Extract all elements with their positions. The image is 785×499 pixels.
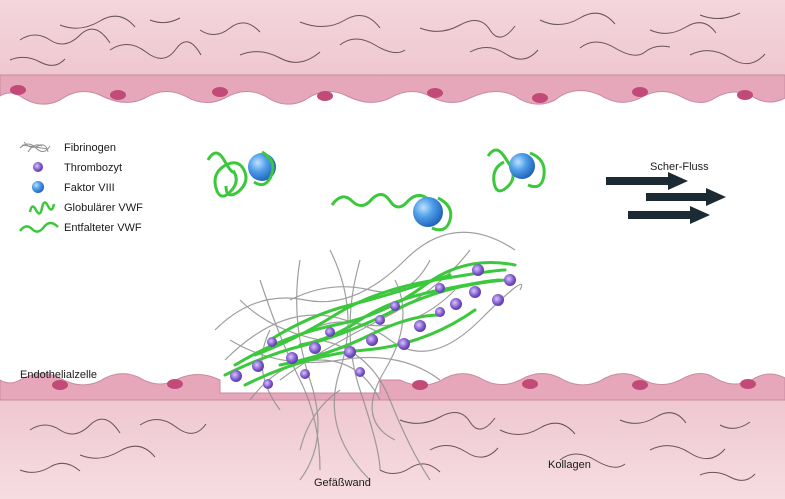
bottom-endothelial-nuclei [52,379,756,390]
collagen-label: Kollagen [548,459,591,471]
legend-label-factor8: Faktor VIII [64,182,115,194]
shear-arrow-3 [628,206,710,224]
globular-vwf-complex-left [206,150,276,198]
unfolded-vwf-complex [330,193,453,232]
legend-item-unfolded-vwf: Entfalteter VWF [19,221,142,234]
top-endothelium [0,74,785,105]
top-endothelial-nuclei [10,85,753,103]
legend-label-unfolded-vwf: Entfalteter VWF [64,222,142,234]
shear-arrow-1 [606,172,688,190]
legend: Fibrinogen Thrombozyt Faktor VIII Globul… [19,141,143,234]
legend-item-fibrinogen: Fibrinogen [19,141,116,154]
thrombocyte-icon [33,162,43,172]
shear-arrow-2 [646,188,726,206]
legend-item-thrombocyte: Thrombozyt [33,162,122,174]
bottom-vessel-wall [0,373,785,499]
legend-label-fibrinogen: Fibrinogen [64,142,116,154]
legend-label-globular-vwf: Globulärer VWF [64,202,143,214]
factor8-icon [32,181,44,193]
endothelial-cell-label: Endothelialzelle [20,369,97,381]
legend-item-factor8: Faktor VIII [32,181,115,194]
globular-vwf-icon [28,201,56,215]
bottom-endothelium [0,373,785,401]
shear-flow-arrows [606,172,726,224]
legend-label-thrombocyte: Thrombozyt [64,162,122,174]
bottom-collagen-fibers [19,412,756,481]
thrombus [214,231,523,481]
top-vessel-wall [0,0,785,105]
platelets-in-thrombus [230,264,516,389]
globular-vwf-complex-right [486,148,546,193]
unfolded-vwf-icon [19,221,59,233]
fibrinogen-icon [19,141,51,153]
top-collagen-fibers [9,12,766,66]
vessel-wall-label: Gefäßwand [314,477,371,489]
shear-flow-label: Scher-Fluss [650,161,709,173]
legend-item-globular-vwf: Globulärer VWF [28,201,143,215]
